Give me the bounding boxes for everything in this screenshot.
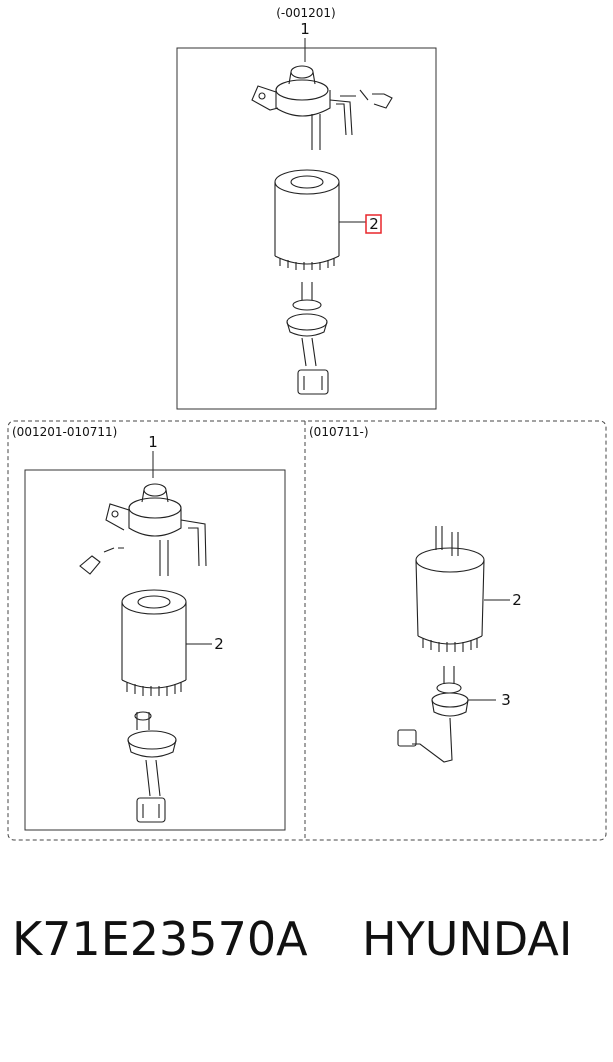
highlight-box (365, 214, 382, 234)
left-callout-housing[interactable]: 1 (148, 433, 158, 451)
left-filter-cartridge-icon[interactable] (121, 589, 187, 696)
part-number: K71E23570A (12, 912, 308, 966)
top-range-label: (-001201) (276, 6, 336, 20)
top-water-sensor-icon[interactable] (286, 282, 329, 395)
top-section-frame (176, 47, 437, 410)
parts-diagram: (-001201) 1 2 (001201-010711) 1 (7, 6, 607, 841)
left-fuel-filter-housing-icon[interactable] (79, 483, 207, 576)
right-filter-cartridge-icon[interactable] (415, 526, 485, 652)
top-filter-cartridge-icon[interactable] (274, 169, 340, 270)
left-callout-filter[interactable]: 2 (214, 635, 224, 653)
left-water-sensor-icon[interactable] (127, 711, 177, 823)
top-callout-filter[interactable]: 2 (369, 215, 379, 233)
left-range-label: (001201-010711) (12, 425, 117, 439)
top-callout-housing[interactable]: 1 (300, 20, 310, 38)
left-section-frame (24, 469, 286, 831)
brand-name: HYUNDAI (362, 912, 573, 966)
top-fuel-filter-housing-icon[interactable] (251, 65, 393, 150)
right-water-sensor-icon[interactable] (397, 666, 469, 763)
right-range-label: (010711-) (309, 425, 369, 439)
right-callout-filter[interactable]: 2 (512, 591, 522, 609)
bottom-section-frame (7, 420, 607, 841)
right-callout-sensor[interactable]: 3 (501, 691, 511, 709)
footer: K71E23570A HYUNDAI (0, 900, 613, 980)
